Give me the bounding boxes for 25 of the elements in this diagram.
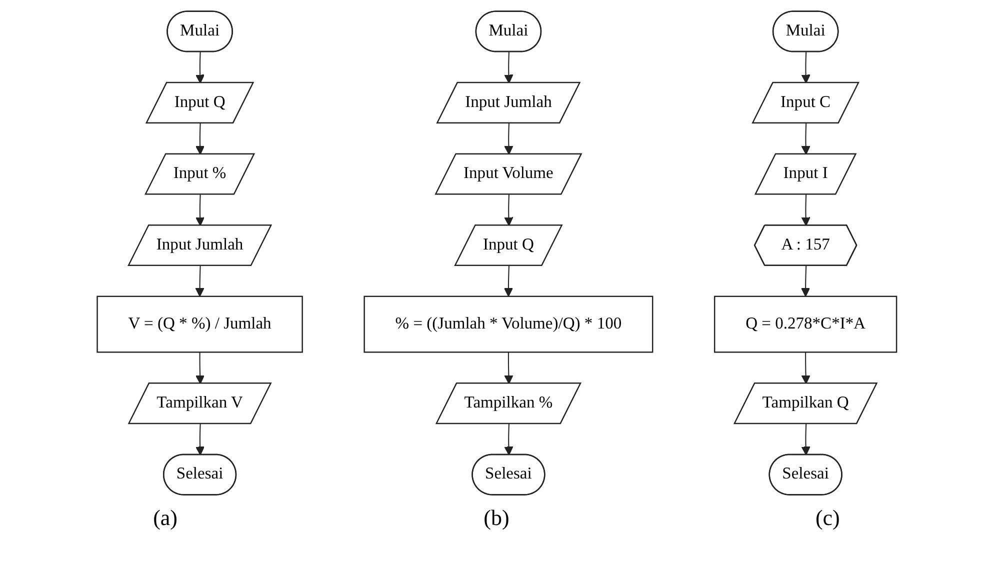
arrow	[195, 52, 204, 83]
arrow	[195, 423, 204, 455]
arrow	[504, 352, 513, 384]
flowchart-drawing: Mulai Input Q Input % Input Jumlah V = (Q * %) / Jumlah Tampilkan V Selesai Mulai Input Jumlah Input Volume Input Q % = ((Jumlah * Volume)/Q) * 100 Tampilkan % Selesai Mulai Input C Input I A : 157 Q = 0.278*C*I*A Tampilkan Q Selesai	[88, 2, 904, 502]
arrow	[800, 352, 810, 384]
arrow	[800, 194, 810, 226]
node-box	[96, 295, 303, 352]
arrow	[195, 352, 204, 384]
node-box	[714, 295, 897, 352]
arrow	[800, 265, 810, 296]
arrow	[504, 194, 513, 226]
arrow	[194, 265, 204, 296]
panel-label: (c)	[815, 505, 840, 531]
node-box	[363, 295, 653, 352]
arrow	[504, 423, 513, 455]
arrow	[800, 423, 810, 455]
arrow	[195, 194, 204, 226]
panel-label: (a)	[153, 505, 178, 531]
arrow	[504, 265, 513, 296]
arrow	[195, 122, 204, 154]
arrow	[504, 52, 513, 83]
arrow	[504, 122, 513, 154]
arrow	[800, 52, 810, 83]
arrow	[800, 122, 810, 154]
panel-label: (b)	[484, 505, 510, 531]
